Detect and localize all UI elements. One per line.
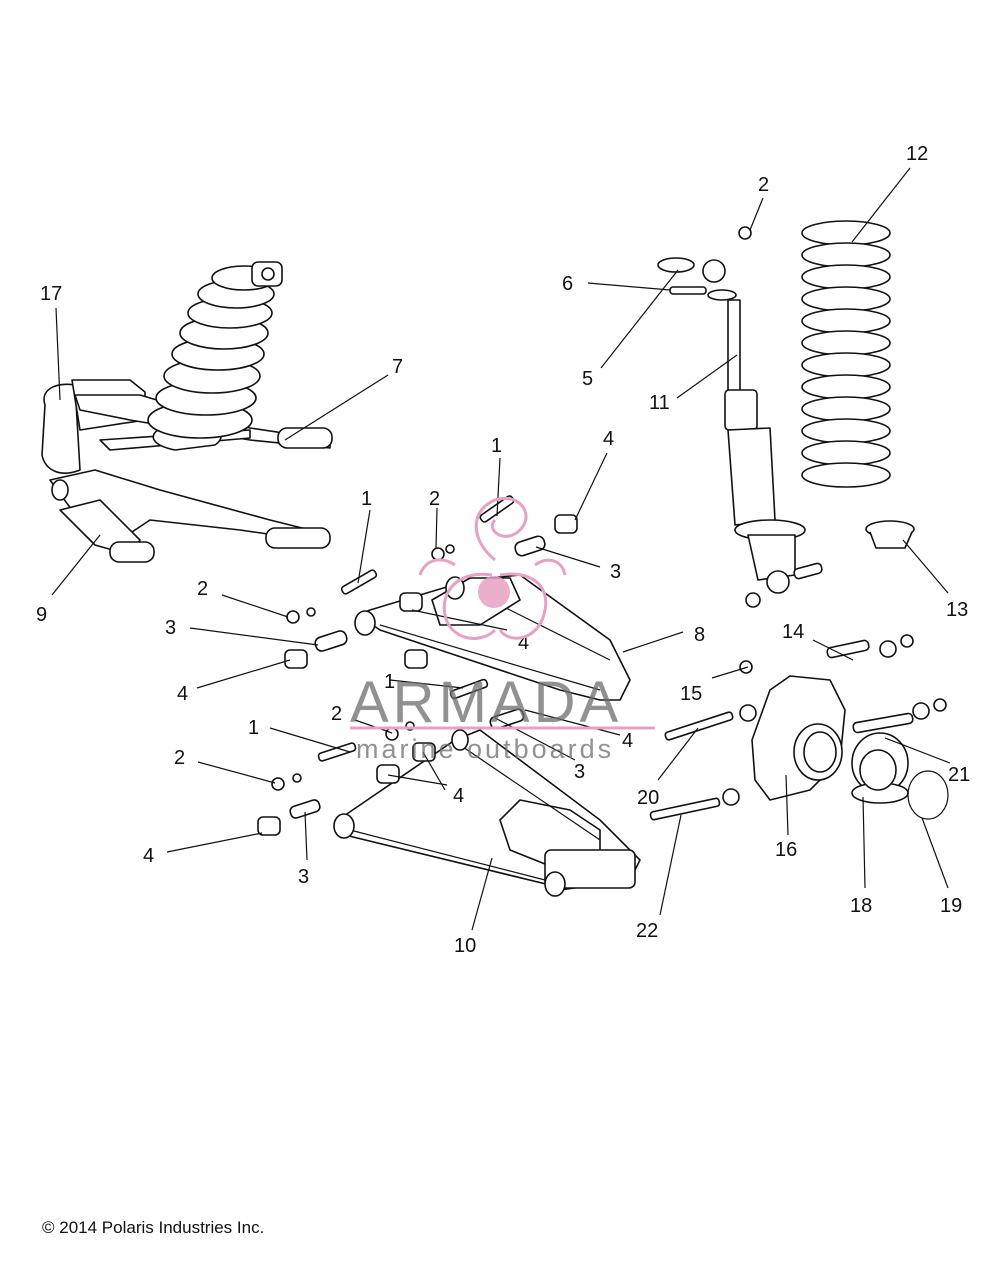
callout-9: 9 <box>36 604 47 626</box>
callout-5: 5 <box>582 368 593 390</box>
assembled-suspension <box>41 261 333 563</box>
callout-3: 3 <box>610 561 621 583</box>
callout-16: 16 <box>775 839 797 861</box>
callout-1: 1 <box>384 671 395 693</box>
callout-15: 15 <box>680 683 702 705</box>
callout-labels: 17 7 9 1 2 3 4 1 2 4 3 4 8 1 2 4 3 1 2 4… <box>36 143 970 957</box>
callout-19: 19 <box>940 895 962 917</box>
callout-6: 6 <box>562 273 573 295</box>
coil-spring <box>801 220 915 549</box>
knuckle-group <box>649 634 949 821</box>
callout-17: 17 <box>40 283 62 305</box>
callout-22: 22 <box>636 920 658 942</box>
callout-4: 4 <box>622 730 633 752</box>
shock-absorber <box>657 226 823 608</box>
callout-1: 1 <box>248 717 259 739</box>
callout-7: 7 <box>392 356 403 378</box>
callout-4: 4 <box>603 428 614 450</box>
callout-11: 11 <box>649 392 670 414</box>
callout-2: 2 <box>429 488 440 510</box>
callout-21: 21 <box>948 764 970 786</box>
watermark-tagline: marine outboards <box>356 734 614 764</box>
callout-4: 4 <box>177 683 188 705</box>
callout-3: 3 <box>574 761 585 783</box>
callout-4: 4 <box>518 632 529 654</box>
callout-1: 1 <box>491 435 502 457</box>
callout-1: 1 <box>361 488 372 510</box>
callout-10: 10 <box>454 935 476 957</box>
watermark-brand: ARMADA <box>350 670 622 735</box>
callout-13: 13 <box>946 599 968 621</box>
watermark: ARMADA marine outboards <box>350 496 655 764</box>
callout-12: 12 <box>906 143 928 165</box>
callout-2: 2 <box>331 703 342 725</box>
copyright-notice: © 2014 Polaris Industries Inc. <box>42 1218 265 1237</box>
callout-3: 3 <box>298 866 309 888</box>
hardware <box>257 495 578 836</box>
callout-20: 20 <box>637 787 659 809</box>
callout-8: 8 <box>694 624 705 646</box>
callout-2: 2 <box>197 578 208 600</box>
callout-14: 14 <box>782 621 804 643</box>
callout-3: 3 <box>165 617 176 639</box>
callout-18: 18 <box>850 895 872 917</box>
watermark-logo-icon <box>418 496 567 640</box>
lower-a-arm <box>333 729 641 897</box>
callout-2: 2 <box>174 747 185 769</box>
callout-2: 2 <box>758 174 769 196</box>
callout-4: 4 <box>143 845 154 867</box>
leader-lines <box>51 167 951 931</box>
callout-4: 4 <box>453 785 464 807</box>
